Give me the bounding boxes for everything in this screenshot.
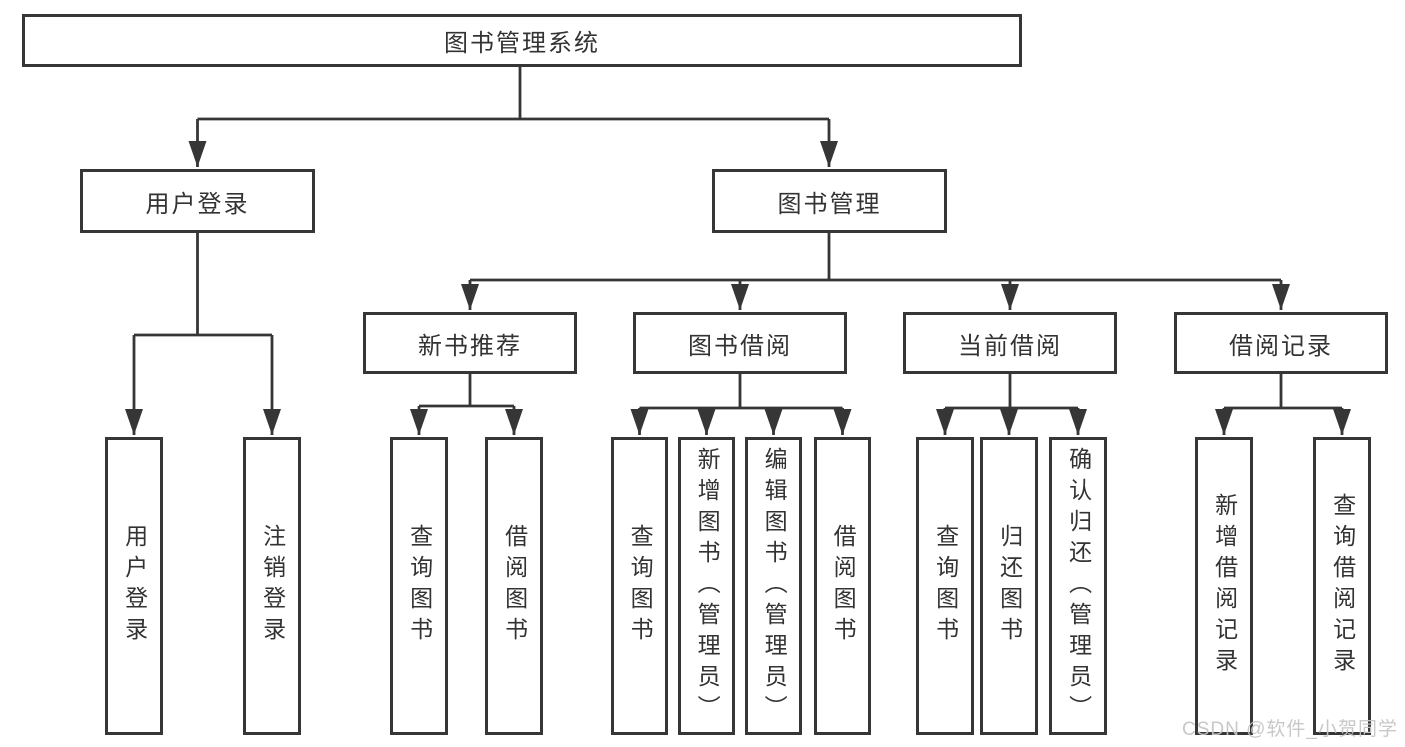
leaf-query-borrow-record: 查询借阅记录 bbox=[1313, 437, 1371, 735]
leaf-query-books-current-label: 查询图书 bbox=[932, 524, 959, 648]
leaf-logout-login: 注销登录 bbox=[243, 437, 301, 735]
leaf-borrow-books-recommend: 借阅图书 bbox=[485, 437, 543, 735]
leaf-user-login: 用户登录 bbox=[105, 437, 163, 735]
leaf-add-borrow-record-label: 新增借阅记录 bbox=[1211, 493, 1238, 679]
leaf-user-login-label: 用户登录 bbox=[121, 524, 148, 648]
leaf-query-books-recommend: 查询图书 bbox=[390, 437, 448, 735]
leaf-query-books-current: 查询图书 bbox=[916, 437, 974, 735]
leaf-borrow-books-recommend-label: 借阅图书 bbox=[501, 524, 528, 648]
leaf-query-books-borrow: 查询图书 bbox=[611, 437, 668, 735]
leaf-add-books-admin-label: 新增图书（管理员） bbox=[694, 446, 721, 726]
node-library-management-system: 图书管理系统 bbox=[22, 14, 1022, 67]
leaf-edit-books-admin: 编辑图书（管理员） bbox=[745, 437, 802, 735]
leaf-return-books-label: 归还图书 bbox=[996, 524, 1023, 648]
leaf-borrow-books-label: 借阅图书 bbox=[830, 524, 857, 648]
leaf-edit-books-admin-label: 编辑图书（管理员） bbox=[761, 446, 788, 726]
node-new-book-recommendation: 新书推荐 bbox=[363, 312, 577, 374]
leaf-confirm-return-admin: 确认归还（管理员） bbox=[1049, 437, 1107, 735]
node-book-management: 图书管理 bbox=[712, 169, 947, 233]
leaf-add-borrow-record: 新增借阅记录 bbox=[1195, 437, 1253, 735]
leaf-borrow-books: 借阅图书 bbox=[814, 437, 871, 735]
leaf-logout-login-label: 注销登录 bbox=[259, 524, 286, 648]
node-book-borrowing: 图书借阅 bbox=[633, 312, 847, 374]
leaf-add-books-admin: 新增图书（管理员） bbox=[678, 437, 735, 735]
node-current-borrowing: 当前借阅 bbox=[903, 312, 1117, 374]
node-user-login: 用户登录 bbox=[80, 169, 315, 233]
csdn-watermark: CSDN @软件_小贺同学 bbox=[1182, 719, 1398, 740]
leaf-return-books: 归还图书 bbox=[980, 437, 1038, 735]
leaf-confirm-return-admin-label: 确认归还（管理员） bbox=[1065, 446, 1092, 726]
leaf-query-borrow-record-label: 查询借阅记录 bbox=[1329, 493, 1356, 679]
leaf-query-books-borrow-label: 查询图书 bbox=[627, 524, 654, 648]
leaf-query-books-recommend-label: 查询图书 bbox=[406, 524, 433, 648]
node-borrowing-records: 借阅记录 bbox=[1174, 312, 1388, 374]
